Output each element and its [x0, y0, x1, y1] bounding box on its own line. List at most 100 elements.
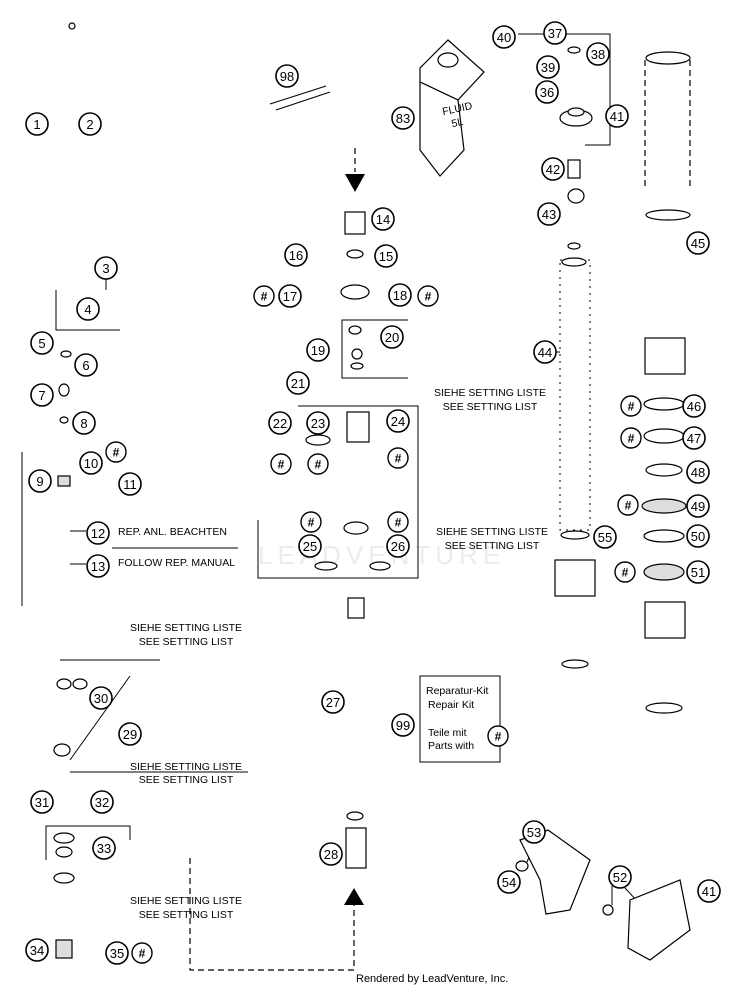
callout-39: 39	[536, 55, 560, 79]
callout-6: 6	[74, 353, 98, 377]
callout-4: 4	[76, 297, 100, 321]
svg-text:55: 55	[598, 530, 612, 545]
svg-text:#: #	[495, 730, 502, 744]
callout-2: 2	[78, 112, 102, 136]
callout-41: 41	[605, 104, 629, 128]
callout-44: 44	[533, 340, 557, 364]
svg-text:13: 13	[91, 559, 105, 574]
svg-text:83: 83	[396, 111, 410, 126]
callout-29: 29	[118, 722, 142, 746]
callout-45: 45	[686, 231, 710, 255]
callout-35: 35	[105, 941, 129, 965]
hash-symbol-2: #	[253, 285, 275, 307]
svg-text:43: 43	[542, 207, 556, 222]
fluid-label-2: 5L	[450, 116, 464, 130]
callout-43: 43	[537, 202, 561, 226]
svg-text:47: 47	[687, 431, 701, 446]
svg-text:48: 48	[691, 465, 705, 480]
note-setting-en-4: SEE SETTING LIST	[139, 774, 234, 786]
callout-3: 3	[94, 256, 118, 280]
svg-text:40: 40	[497, 30, 511, 45]
hash-symbol-9: #	[620, 395, 642, 417]
note-rep-de: REP. ANL. BEACHTEN	[118, 526, 227, 538]
svg-text:45: 45	[691, 236, 705, 251]
note-setting-de-5: SIEHE SETTING LISTE	[130, 895, 242, 907]
note-setting-de-3: SIEHE SETTING LISTE	[130, 622, 242, 634]
inner-tube-lower	[554, 530, 596, 669]
callout-53: 53	[522, 820, 546, 844]
svg-text:22: 22	[273, 416, 287, 431]
note-setting-de-2: SIEHE SETTING LISTE	[436, 526, 548, 538]
hash-symbol-7: #	[300, 511, 322, 533]
svg-text:99: 99	[396, 718, 410, 733]
callout-24: 24	[386, 409, 410, 433]
callout-15: 15	[374, 244, 398, 268]
callout-5: 5	[30, 331, 54, 355]
svg-text:15: 15	[379, 249, 393, 264]
svg-text:2: 2	[86, 117, 93, 132]
hash-symbol-3: #	[417, 285, 439, 307]
callout-99: 99	[391, 713, 415, 737]
svg-text:19: 19	[311, 343, 325, 358]
svg-text:31: 31	[35, 795, 49, 810]
svg-text:29: 29	[123, 727, 137, 742]
kit-line-3: Teile mit	[428, 727, 467, 739]
svg-text:8: 8	[80, 416, 87, 431]
callout-1: 1	[25, 112, 49, 136]
svg-text:52: 52	[613, 870, 627, 885]
svg-text:25: 25	[303, 539, 317, 554]
hash-symbol-14: #	[487, 725, 509, 747]
svg-text:#: #	[278, 458, 285, 472]
svg-text:41: 41	[610, 109, 624, 124]
note-setting-en-1: SEE SETTING LIST	[443, 401, 538, 413]
callout-11: 11	[118, 472, 142, 496]
svg-text:3: 3	[102, 261, 109, 276]
svg-text:#: #	[395, 452, 402, 466]
center-parts	[305, 211, 391, 869]
svg-text:26: 26	[391, 539, 405, 554]
callout-36: 36	[535, 80, 559, 104]
svg-text:#: #	[308, 516, 315, 530]
notes: REP. ANL. BEACHTEN FOLLOW REP. MANUAL SI…	[118, 100, 548, 921]
svg-text:18: 18	[393, 288, 407, 303]
svg-text:#: #	[113, 446, 120, 460]
kit-line-2: Repair Kit	[428, 699, 474, 711]
svg-text:37: 37	[548, 26, 562, 41]
hash-symbol-12: #	[614, 561, 636, 583]
svg-text:6: 6	[82, 358, 89, 373]
callout-28: 28	[319, 842, 343, 866]
svg-text:24: 24	[391, 414, 405, 429]
note-setting-en-3: SEE SETTING LIST	[139, 636, 234, 648]
callout-14: 14	[371, 207, 395, 231]
callout-41: 41	[697, 879, 721, 903]
callout-8: 8	[72, 411, 96, 435]
callout-83: 83	[391, 106, 415, 130]
callout-26: 26	[386, 534, 410, 558]
callout-30: 30	[89, 686, 113, 710]
credit: Rendered by LeadVenture, Inc.	[356, 973, 509, 985]
svg-text:20: 20	[385, 330, 399, 345]
svg-text:11: 11	[123, 477, 137, 492]
svg-text:#: #	[625, 499, 632, 513]
callout-52: 52	[608, 865, 632, 889]
svg-text:36: 36	[540, 85, 554, 100]
callout-10: 10	[79, 451, 103, 475]
callout-49: 49	[686, 494, 710, 518]
outer-tube	[559, 257, 591, 531]
svg-text:#: #	[139, 947, 146, 961]
callout-27: 27	[321, 690, 345, 714]
callout-18: 18	[388, 283, 412, 307]
seal-rings	[641, 337, 687, 714]
hash-symbol-6: #	[387, 447, 409, 469]
svg-text:#: #	[628, 400, 635, 414]
callout-31: 31	[30, 790, 54, 814]
callout-38: 38	[586, 42, 610, 66]
hash-symbol-8: #	[387, 511, 409, 533]
svg-text:#: #	[315, 458, 322, 472]
hash-symbol-13: #	[131, 942, 153, 964]
svg-text:9: 9	[36, 474, 43, 489]
svg-text:35: 35	[110, 946, 124, 961]
kit-line-1: Reparatur-Kit	[426, 685, 489, 697]
top-small-parts	[559, 46, 593, 250]
hash-symbol-4: #	[270, 453, 292, 475]
